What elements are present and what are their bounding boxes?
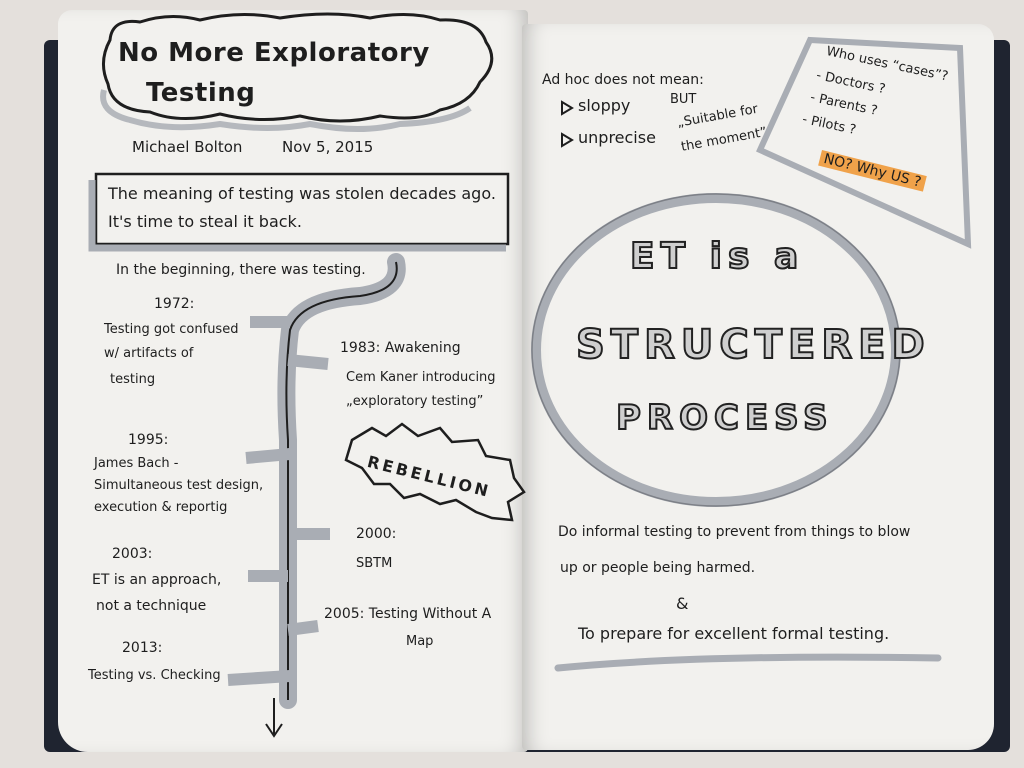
text-2000: SBTM [356,556,393,571]
date: Nov 5, 2015 [282,138,374,156]
text-1972-1: Testing got confused [104,322,239,337]
quote-line1: The meaning of testing was stolen decade… [108,184,496,203]
rebellion-burst [344,422,526,522]
adhoc-item-sloppy: sloppy [578,96,631,115]
text-1995-2: Simultaneous test design, [94,478,264,493]
year-2000: 2000: [356,526,397,542]
bottom-line2: up or people being harmed. [560,560,756,576]
text-2013: Testing vs. Checking [88,668,221,683]
year-2003: 2003: [112,546,153,562]
text-1983-2: „exploratory testing” [346,394,484,409]
et-line3: PROCESS [615,397,834,439]
text-1972-3: testing [110,372,156,387]
text-2005: Map [406,634,434,649]
text-1995-3: execution & reportig [94,500,228,515]
year-1983: 1983: Awakening [340,340,461,356]
adhoc-item-unprecise: unprecise [578,128,656,147]
title-line1: No More Exploratory [118,38,430,68]
quote-box [94,172,510,246]
bottom-underline [554,653,942,672]
year-1995: 1995: [128,432,169,448]
et-line2: STRUCTERED [575,321,931,369]
bottom-line3: To prepare for excellent formal testing. [578,624,890,643]
intro-text: In the beginning, there was testing. [116,262,366,278]
title-cloud [102,12,494,123]
but-label: BUT [670,92,697,107]
text-1983-1: Cem Kaner introducing [346,370,496,385]
year-2005: 2005: Testing Without A [324,606,492,622]
author: Michael Bolton [132,138,243,156]
bottom-line1: Do informal testing to prevent from thin… [558,524,911,540]
text-2003-2: not a technique [96,598,207,614]
quote-line2: It's time to steal it back. [108,212,302,231]
adhoc-heading: Ad hoc does not mean: [542,72,704,88]
et-line1: ET is a [629,235,805,278]
text-1972-2: w/ artifacts of [104,346,194,361]
right-page [522,24,994,750]
text-1995-1: James Bach - [94,456,179,471]
title-line2: Testing [146,78,256,108]
year-1972: 1972: [154,296,195,312]
ampersand: & [676,594,689,613]
text-2003-1: ET is an approach, [92,572,222,588]
timeline-tree [227,253,406,738]
et-oval [531,193,901,507]
year-2013: 2013: [122,640,163,656]
who-box [756,36,972,249]
